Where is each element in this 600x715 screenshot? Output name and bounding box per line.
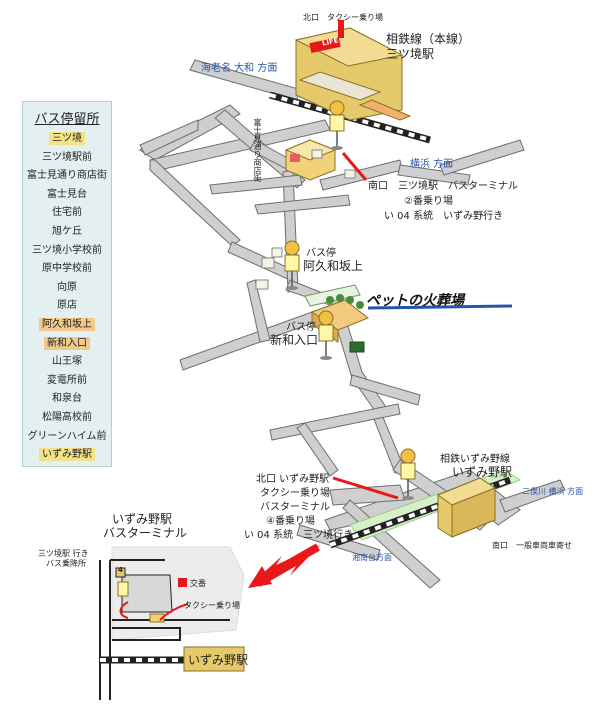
bus-stop-name: 富士見台 (47, 188, 87, 200)
izumino-north-label-2: タクシー乗り場 (260, 488, 330, 499)
shonandai-direction-label: 湘南台方面 (352, 553, 392, 562)
bus-stop-item: 新和入口 (23, 335, 111, 354)
south-exit-terminal-label: 南口 三ツ境駅 バスターミナル (368, 181, 518, 192)
izumino-line-label: 相鉄いずみ野線 (440, 454, 510, 465)
mitsukyo-south-terminal (284, 139, 337, 181)
bus-stop-item: 富士見台 (23, 186, 111, 205)
mitsukyo-station-building (294, 27, 412, 121)
north-taxi-label: 北口 タクシー乗り場 (303, 13, 383, 22)
bus-stop-shinwa (318, 310, 334, 360)
bus-stop-name: 松陽高校前 (42, 411, 92, 423)
south-exit-bay-label: ②番乗り場 (404, 196, 453, 207)
bus-stop-item: 三ツ境小学校前 (23, 242, 111, 261)
akuwa-stop-label: 阿久和坂上 (303, 259, 364, 273)
mitsukyo-station-label: 三ツ境駅 (386, 47, 435, 61)
bus-stop-name: 和泉台 (52, 393, 82, 405)
pet-banner-underline (368, 304, 512, 310)
bus-stop-izumino (400, 448, 416, 500)
bus-stop-name: グリーンハイム前 (27, 430, 107, 442)
bus-stop-name: 住宅前 (52, 207, 82, 219)
fujimi-road-label: 富士見通り商店街 (253, 118, 262, 182)
bus-stop-name: 阿久和坂上 (39, 317, 95, 331)
inset-title-1: いずみ野駅 (112, 512, 173, 526)
bus-stop-name: 変電所前 (47, 374, 87, 386)
mitsukyo-bound-label-2: バス乗降所 (46, 559, 86, 568)
bus-stop-item: 原中学校前 (23, 260, 111, 279)
houses (255, 149, 356, 290)
bus-stop-name: 向原 (57, 281, 77, 293)
izumino-station-building (436, 477, 497, 538)
bus-stop-item: 和泉台 (23, 390, 111, 409)
sotetsu-main-line-label: 相鉄線（本線） (386, 32, 471, 46)
bus-stop-item: 山王塚 (23, 353, 111, 372)
bus-stop-name: 富士見通り商店街 (27, 170, 107, 182)
yokohama-direction-label: 横浜 方面 (410, 159, 454, 170)
bus-stop-item: 原店 (23, 297, 111, 316)
ebina-direction-label: 海老名 大和 方面 (201, 63, 278, 74)
taxi-stand-label: タクシー乗り場 (184, 601, 240, 610)
inset-arrow-head (248, 566, 272, 588)
bus-stop-item: 阿久和坂上 (23, 316, 111, 335)
main-route-road (179, 279, 421, 477)
south-exit-cars-label: 南口 一般車両車寄せ (492, 541, 572, 550)
terminal-inset (99, 546, 245, 700)
bus-stop-items: 三ツ境三ツ境駅前富士見通り商店街富士見台住宅前旭ケ丘三ツ境小学校前原中学校前向原… (23, 130, 111, 465)
north-taxi-marker (338, 20, 344, 38)
bus-stop-name: 原店 (57, 300, 77, 312)
bus-stop-name: 新和入口 (44, 336, 90, 350)
izumino-north-label-4: ④番乗り場 (266, 516, 315, 527)
inset-arrow-shaft (258, 543, 320, 584)
bus-stop-item: 三ツ境 (23, 130, 111, 149)
bus-stop-name: いずみ野駅 (39, 448, 95, 462)
akuwa-busstop-word: バス停 (306, 248, 336, 259)
pointer-lines (332, 152, 399, 500)
izumino-north-label-3: バスターミナル (260, 502, 330, 513)
shinwa-busstop-word: バス停 (286, 322, 316, 333)
izumino-north-label-1: 北口 いずみ野駅 (256, 474, 330, 485)
police-box-label: 交番 (190, 579, 206, 588)
bus-stop-name: 三ツ境 (49, 132, 85, 145)
bus-stop-akuwa (284, 240, 300, 290)
south-exit-route-label: い 04 系統 いずみ野行き (384, 211, 504, 222)
bus-stop-item: 住宅前 (23, 204, 111, 223)
bus-stop-name: 山王塚 (52, 356, 82, 368)
bus-stop-item: 松陽高校前 (23, 409, 111, 428)
bus-stop-item: 向原 (23, 279, 111, 298)
izumino-station-label: いずみ野駅 (452, 465, 513, 479)
inset-title-2: バスターミナル (103, 526, 188, 540)
bus-stop-item: 富士見通り商店街 (23, 167, 111, 186)
bus-stop-name: 三ツ境小学校前 (32, 244, 102, 256)
bus-stop-mitsukyo (329, 100, 345, 150)
shinwa-stop-label: 新和入口 (270, 333, 319, 347)
bay-number: 4 (118, 566, 123, 574)
pet-crematorium-banner: ペットの火葬場 (366, 293, 464, 309)
izumino-north-label-5: い 04 系統 三ツ境行き (244, 530, 354, 541)
mitsukyo-bound-label-1: 三ツ境駅 行き (38, 549, 89, 558)
bus-stop-name: 旭ケ丘 (52, 225, 82, 237)
bus-stop-item: 三ツ境駅前 (23, 149, 111, 168)
bus-stop-name: 三ツ境駅前 (42, 151, 92, 163)
futamatagawa-direction-label: 二俣川 横浜 方面 (522, 487, 584, 496)
bus-stop-list-title: バス停留所 (34, 112, 100, 127)
inset-izumino-station: いずみ野駅 (188, 653, 249, 667)
bus-stop-item: 旭ケ丘 (23, 223, 111, 242)
bus-stop-item: 変電所前 (23, 372, 111, 391)
bus-stop-list: バス停留所 三ツ境三ツ境駅前富士見通り商店街富士見台住宅前旭ケ丘三ツ境小学校前原… (22, 101, 112, 467)
bus-stop-name: 原中学校前 (42, 263, 92, 275)
bus-stop-item: いずみ野駅 (23, 446, 111, 465)
bus-stop-item: グリーンハイム前 (23, 428, 111, 447)
